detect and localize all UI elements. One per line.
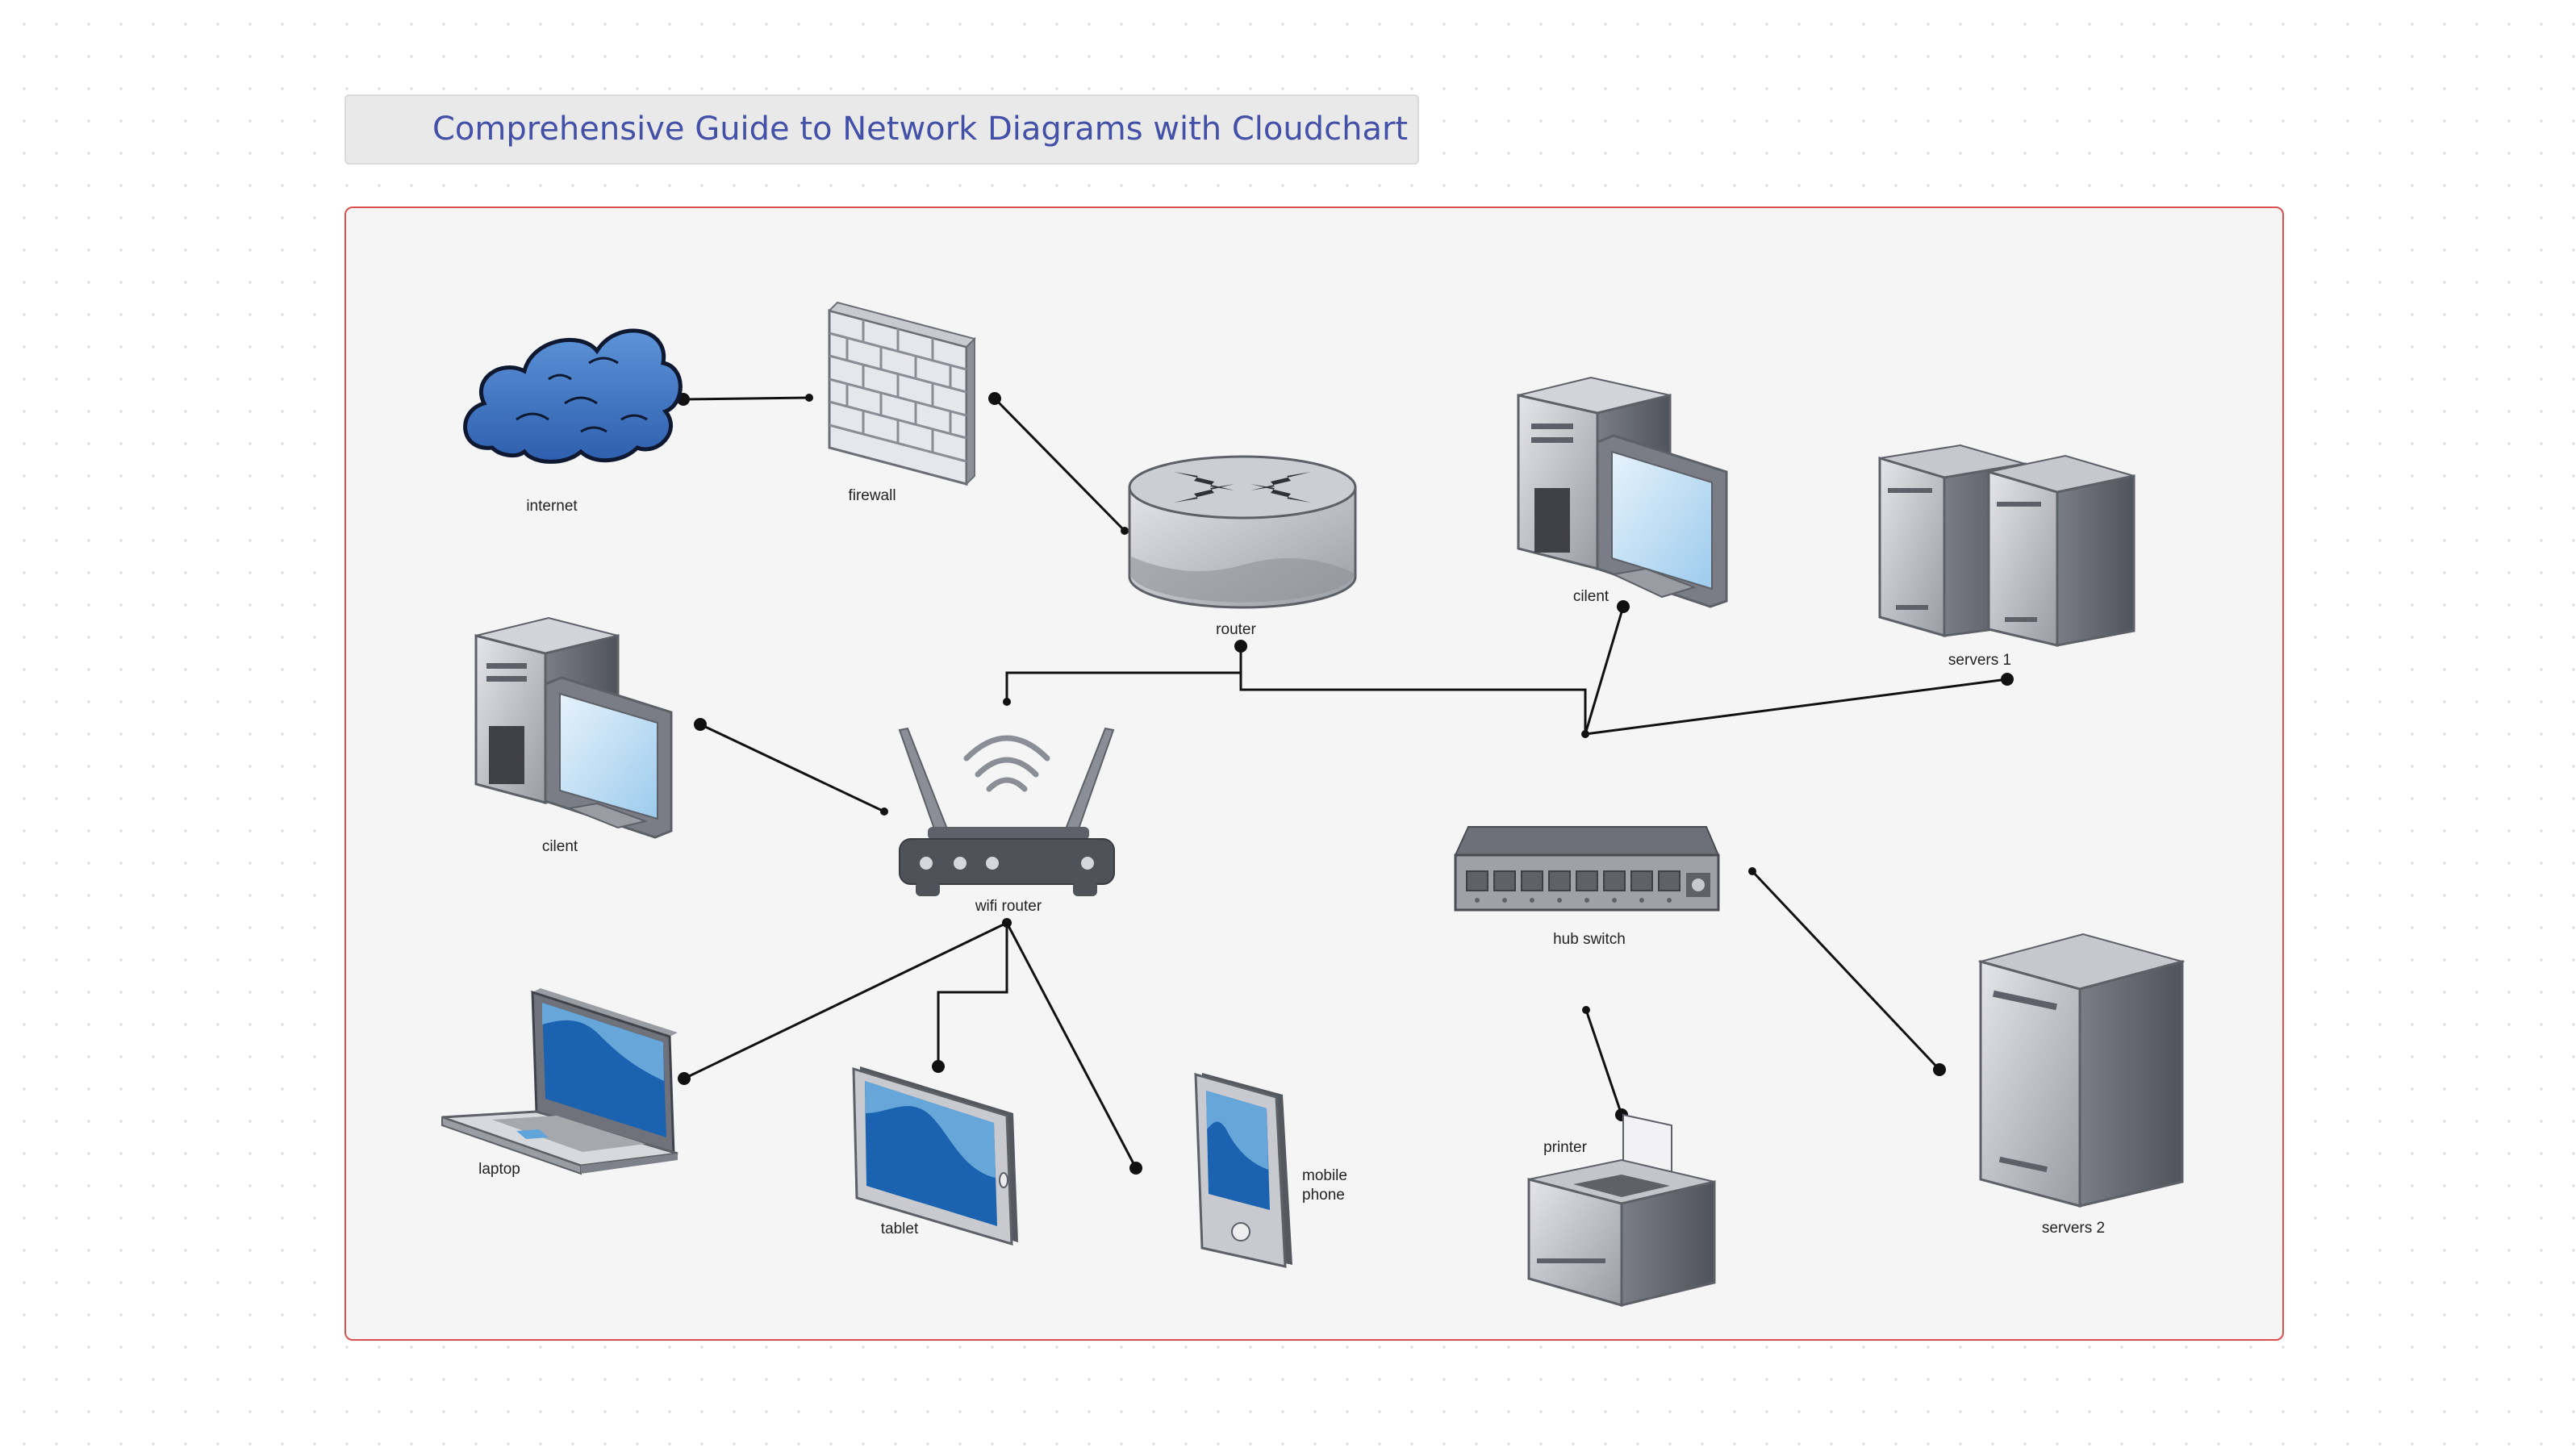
node-internet[interactable]: internet [463,328,683,515]
label-client-left: cilent [542,838,578,855]
node-servers-1[interactable]: servers 1 [1878,444,2136,669]
printer-icon [1527,1113,1716,1307]
tablet-icon [852,1066,1018,1246]
node-hub-switch[interactable]: hub switch [1454,826,1720,948]
link-router-bus[interactable] [1239,646,1587,734]
connectors [683,396,2008,1169]
link-wifi-laptop[interactable] [683,921,1008,1080]
router-icon [1128,455,1357,609]
node-client-top[interactable]: cilent [1517,376,1728,608]
label-tablet: tablet [881,1221,919,1237]
node-tablet[interactable]: tablet [852,1066,1018,1246]
link-internet-firewall[interactable] [683,396,810,401]
node-client-left[interactable]: cilent [474,616,673,855]
label-servers-1: servers 1 [1948,652,2011,669]
node-printer[interactable]: printer [1527,1113,1716,1307]
page-title: Comprehensive Guide to Network Diagrams … [432,111,1409,148]
mobile-phone-icon [1194,1073,1292,1268]
label-laptop: laptop [478,1161,520,1178]
title-banner: Comprehensive Guide to Network Diagrams … [344,94,1419,165]
label-mobile-phone-line2: phone [1302,1187,1345,1204]
label-client-top: cilent [1573,588,1609,605]
label-servers-2: servers 2 [2042,1220,2105,1237]
node-wifi-router[interactable]: wifi router [898,727,1115,915]
link-firewall-router[interactable] [993,397,1126,532]
label-wifi-router: wifi router [975,898,1042,915]
brick-wall-icon [828,301,976,486]
server-tower-icon [1987,454,2136,647]
label-hub-switch: hub switch [1553,931,1626,948]
label-mobile-phone-line1: mobile [1302,1167,1347,1184]
wifi-router-icon [898,727,1115,896]
desktop-computer-icon [1517,376,1728,608]
label-internet: internet [526,498,578,515]
node-firewall[interactable]: firewall [828,301,976,504]
link-wifi-mobile[interactable] [1005,922,1138,1169]
node-mobile-phone[interactable]: mobile phone [1194,1073,1347,1268]
link-switch-servers-2[interactable] [1751,870,1941,1071]
label-firewall: firewall [848,487,896,504]
link-bus-client-top[interactable] [1584,606,1625,735]
node-servers-2[interactable]: servers 2 [1977,933,2186,1237]
link-router-wifi-router[interactable] [1005,646,1242,702]
link-bus-servers-1[interactable] [1584,678,2008,736]
cloud-icon [463,328,683,464]
link-client-left-wifi[interactable] [699,723,885,813]
server-tower-icon [1977,933,2186,1208]
node-router[interactable]: router [1128,455,1357,638]
label-router: router [1216,621,1256,638]
laptop-icon [441,988,678,1175]
connector-endpoints [677,392,2014,1175]
node-laptop[interactable]: laptop [441,988,678,1178]
label-printer: printer [1543,1139,1588,1156]
link-wifi-tablet[interactable] [937,923,1008,1066]
desktop-computer-icon [474,616,673,839]
network-switch-icon [1454,826,1720,912]
link-switch-printer[interactable] [1584,1009,1623,1116]
